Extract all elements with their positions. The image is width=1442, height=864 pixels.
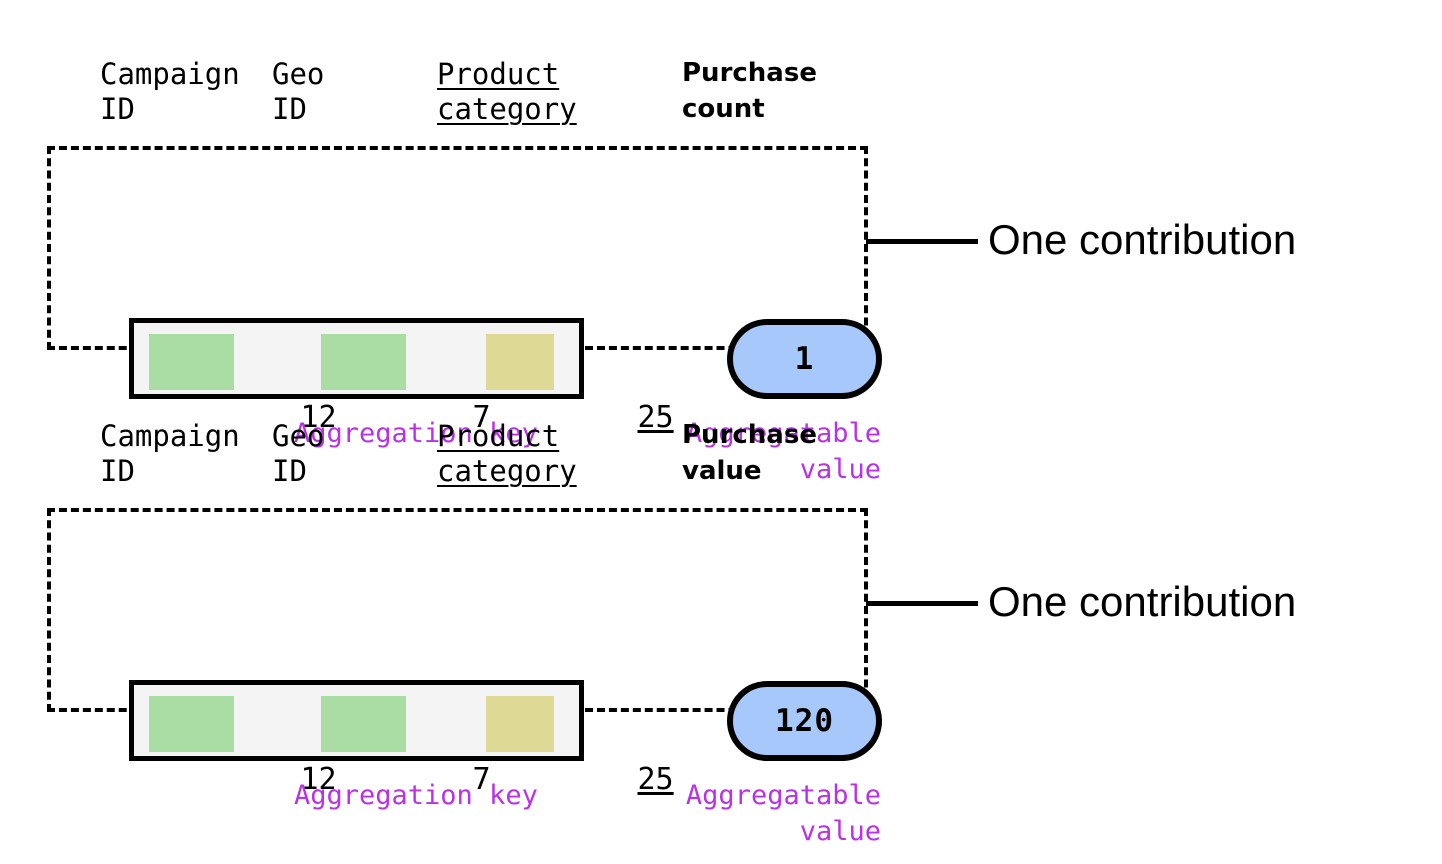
header-geo-id: Geo ID [272,57,325,126]
key-cell-campaign-id-value: 12 [300,400,337,435]
header-product-category: Product category [437,57,577,126]
callout-one-contribution: One contribution [988,578,1297,625]
key-cell-campaign-id: 12 [149,696,337,797]
contribution-boundary: 12 7 25 1 Aggregation key Aggregatable v… [47,146,882,485]
column-headers: Campaign ID Geo ID Product category Purc… [100,57,900,137]
key-cell-product-category: 25 [486,696,674,797]
key-cell-product-category: 25 [486,334,674,435]
aggregatable-value-pill: 120 [727,681,882,761]
header-purchase-value: Purchase value [682,420,817,486]
key-cell-geo-id: 7 [321,334,491,435]
aggregation-key-row: 12 7 25 [129,680,674,797]
header-campaign-id: Campaign ID [100,419,240,488]
key-cell-geo-id-value: 7 [472,400,491,435]
header-product-category: Product category [437,419,577,488]
header-geo-id: Geo ID [272,419,325,488]
header-purchase-count: Purchase count [682,58,817,124]
aggregatable-value-text: 120 [775,703,834,739]
aggregatable-value-pill: 1 [727,319,882,399]
key-cell-geo-id: 7 [321,696,491,797]
column-headers: Campaign ID Geo ID Product category Purc… [100,419,900,499]
caption-aggregatable-value: Aggregatable value [685,418,881,485]
caption-aggregation-key: Aggregation key [294,780,538,811]
aggregatable-value-text: 1 [794,341,815,377]
callout-leader-line [866,601,978,606]
key-cell-product-category-value: 25 [637,400,674,435]
header-campaign-id: Campaign ID [100,57,240,126]
aggregation-key-row: 12 7 25 [129,318,674,435]
key-cell-campaign-id: 12 [149,334,337,435]
contribution-boundary: 12 7 25 120 Aggregation key Aggregatable… [47,508,882,847]
callout-one-contribution: One contribution [988,216,1297,263]
caption-aggregatable-value: Aggregatable value [685,780,881,847]
caption-aggregation-key: Aggregation key [294,418,538,449]
callout-leader-line [866,239,978,244]
